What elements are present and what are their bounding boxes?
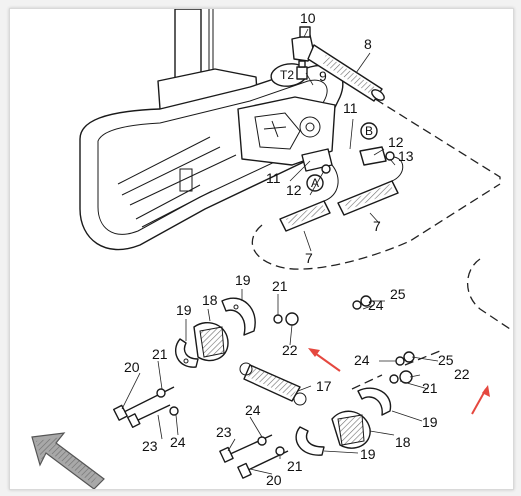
callout-24-top: 24 <box>368 297 384 313</box>
callout-11-lower: 11 <box>266 170 281 186</box>
callout-22-left: 22 <box>282 342 298 358</box>
callout-25-top: 25 <box>390 286 406 302</box>
callout-8: 8 <box>364 36 372 52</box>
callout-24-bottom: 24 <box>245 402 261 418</box>
chassis-outline-lower <box>351 350 441 390</box>
callout-25-right: 25 <box>438 352 454 368</box>
label-T2: T2 <box>280 68 294 82</box>
fitting-A: A <box>301 148 333 192</box>
callout-19-right: 19 <box>422 414 438 430</box>
callout-18-right: 18 <box>395 434 411 450</box>
motor-unit: T2 <box>79 9 344 251</box>
chassis-outline-upper <box>339 76 501 184</box>
callout-7-left: 7 <box>305 250 313 266</box>
callout-10: 10 <box>300 10 316 26</box>
chassis-outline-middle <box>251 183 501 270</box>
callout-12-upper: 12 <box>388 134 404 150</box>
callout-11-upper: 11 <box>343 100 358 116</box>
callout-7-right: 7 <box>373 218 381 234</box>
callout-19-top: 19 <box>235 272 251 288</box>
callout-13: 13 <box>398 148 414 164</box>
callout-19-bottom: 19 <box>360 446 376 462</box>
mechanism-housing <box>237 96 336 166</box>
spring-17 <box>239 362 307 406</box>
callout-9: 9 <box>319 68 327 84</box>
callout-22-right: 22 <box>454 366 470 382</box>
callout-labels: 10 8 9 11 12 13 11 12 7 7 19 21 18 19 25… <box>124 10 470 488</box>
clamp-19-right-lower <box>295 426 325 456</box>
callout-17: 17 <box>316 378 332 394</box>
callout-24-right: 24 <box>354 352 370 368</box>
clamp-19-lower <box>175 338 199 368</box>
exploded-parts-diagram: T2 B A <box>31 9 511 489</box>
clamp-19-upper <box>221 297 256 336</box>
svg-text:A: A <box>311 176 319 190</box>
leader-lines <box>121 28 439 475</box>
nozzle-9 <box>296 60 308 80</box>
callout-18-left: 18 <box>202 292 218 308</box>
hose-8 <box>307 44 385 102</box>
hose-7-right <box>337 156 404 216</box>
bolt-23-left <box>127 404 171 428</box>
chassis-outline-right <box>467 258 511 330</box>
callout-23-left: 23 <box>142 438 158 454</box>
callout-21-top: 21 <box>272 278 288 294</box>
red-arrow-icon <box>308 348 341 372</box>
roller-18-left <box>193 322 229 362</box>
hose-7-left <box>279 164 339 232</box>
svg-text:B: B <box>365 124 373 138</box>
callout-21-left: 21 <box>152 346 168 362</box>
callout-23-bottom: 23 <box>216 424 232 440</box>
callout-21-bottom: 21 <box>287 458 303 474</box>
drawing-sheet: T2 B A <box>9 8 514 490</box>
roller-18-right <box>331 410 371 449</box>
callout-19-left: 19 <box>176 302 192 318</box>
callout-24-left: 24 <box>170 434 186 450</box>
callout-12-lower: 12 <box>286 182 302 198</box>
washers-21-24-left <box>156 295 372 416</box>
red-arrow-icon-2 <box>471 385 490 415</box>
clamp-19-right-upper <box>357 387 392 416</box>
direction-arrow-icon <box>31 432 105 489</box>
callout-20-bottom: 20 <box>266 472 282 488</box>
callout-20-left: 20 <box>124 359 140 375</box>
callout-21-right: 21 <box>422 380 438 396</box>
